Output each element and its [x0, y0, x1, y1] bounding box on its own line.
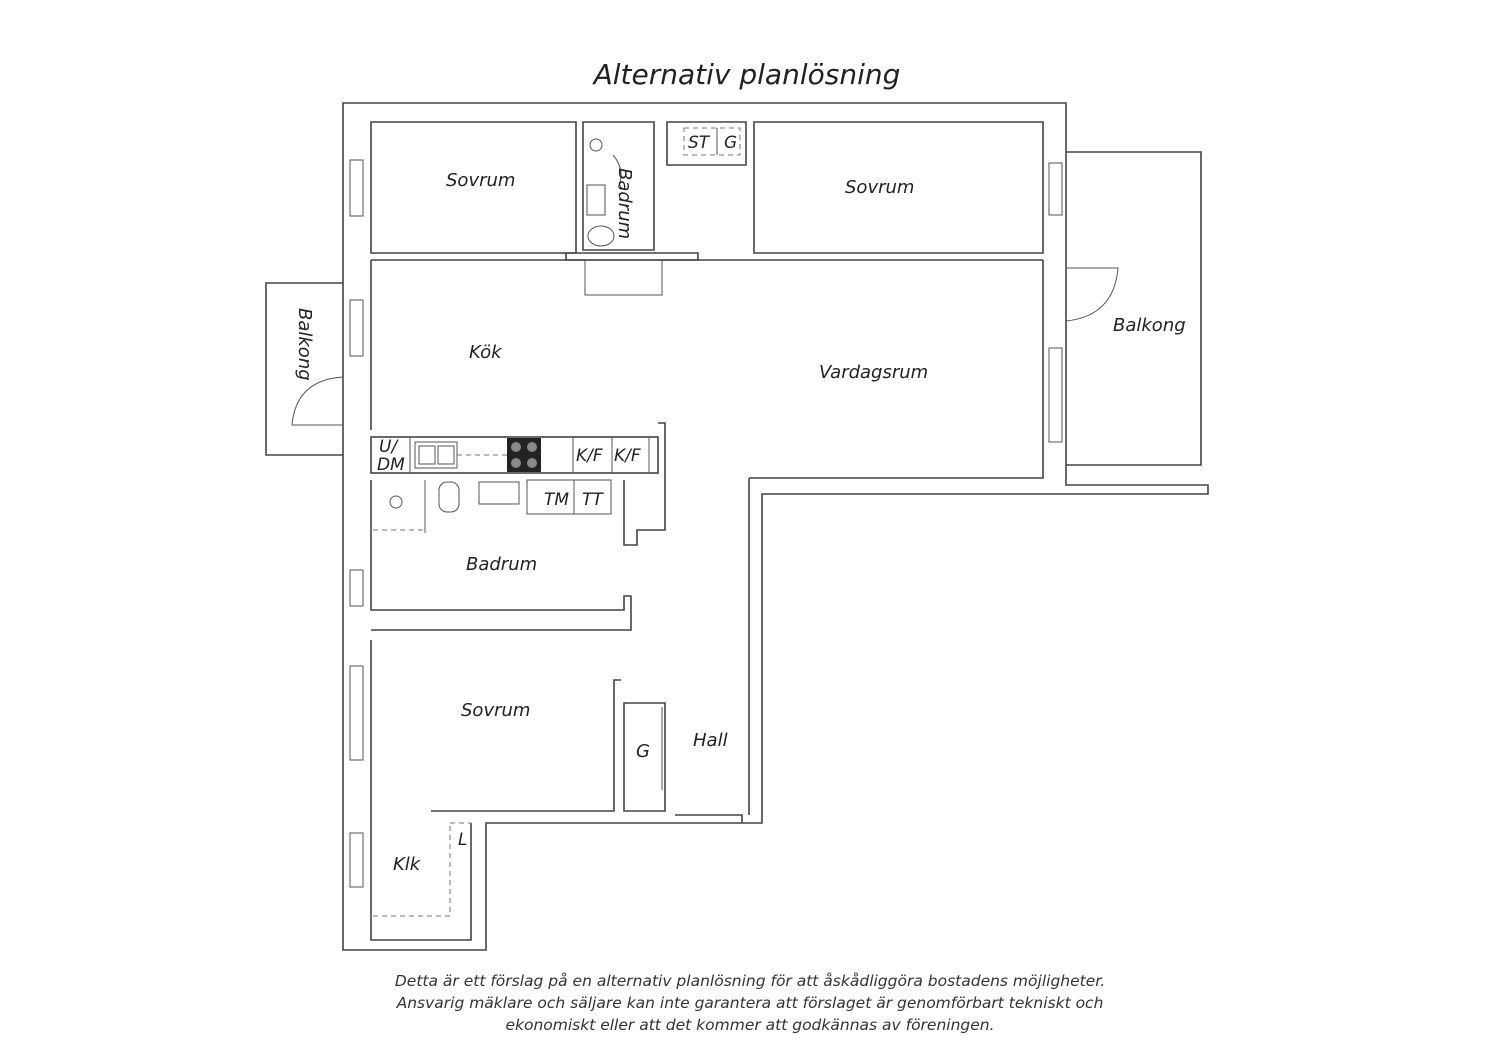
- label-sovrum-ne: Sovrum: [845, 177, 914, 198]
- badrum-top-walls: [565, 121, 747, 296]
- hall-walls: [675, 814, 743, 823]
- label-klk: Klk: [393, 854, 422, 875]
- label-badrum-mid: Badrum: [466, 554, 537, 575]
- label-balkong-right: Balkong: [1113, 315, 1186, 336]
- label-kf-1: K/F: [576, 446, 603, 466]
- label-tt: TT: [582, 490, 604, 510]
- disclaimer-line-3: ekonomiskt eller att det kommer att godk…: [505, 1016, 995, 1034]
- label-kok: Kök: [469, 342, 503, 363]
- label-ud: U/: [379, 437, 399, 457]
- label-g-hall: G: [636, 741, 650, 762]
- label-st: ST: [688, 133, 711, 153]
- label-balkong-left: Balkong: [294, 308, 315, 381]
- badrum-mid-walls: [370, 479, 632, 631]
- outer-walls: [342, 102, 1209, 951]
- sovrum-sw-walls: [370, 640, 666, 941]
- disclaimer-line-2: Ansvarig mäklare och säljare kan inte ga…: [396, 994, 1104, 1012]
- label-sovrum-nw: Sovrum: [446, 170, 515, 191]
- label-sovrum-sw: Sovrum: [461, 700, 530, 721]
- label-hall: Hall: [693, 730, 728, 751]
- label-badrum-top: Badrum: [614, 168, 635, 239]
- balconies: [265, 151, 1202, 466]
- label-tm: TM: [544, 490, 569, 510]
- disclaimer: Detta är ett förslag på en alternativ pl…: [300, 970, 1200, 1036]
- kitchen-counter: [370, 422, 666, 546]
- label-kf-2: K/F: [614, 446, 641, 466]
- label-g-top: G: [724, 133, 737, 153]
- disclaimer-line-1: Detta är ett förslag på en alternativ pl…: [394, 972, 1106, 990]
- plan-title: Alternativ planlösning: [593, 58, 901, 91]
- label-l: L: [458, 830, 467, 850]
- label-dm: DM: [377, 455, 405, 475]
- windows: [349, 159, 1063, 888]
- label-vardagsrum: Vardagsrum: [819, 362, 928, 383]
